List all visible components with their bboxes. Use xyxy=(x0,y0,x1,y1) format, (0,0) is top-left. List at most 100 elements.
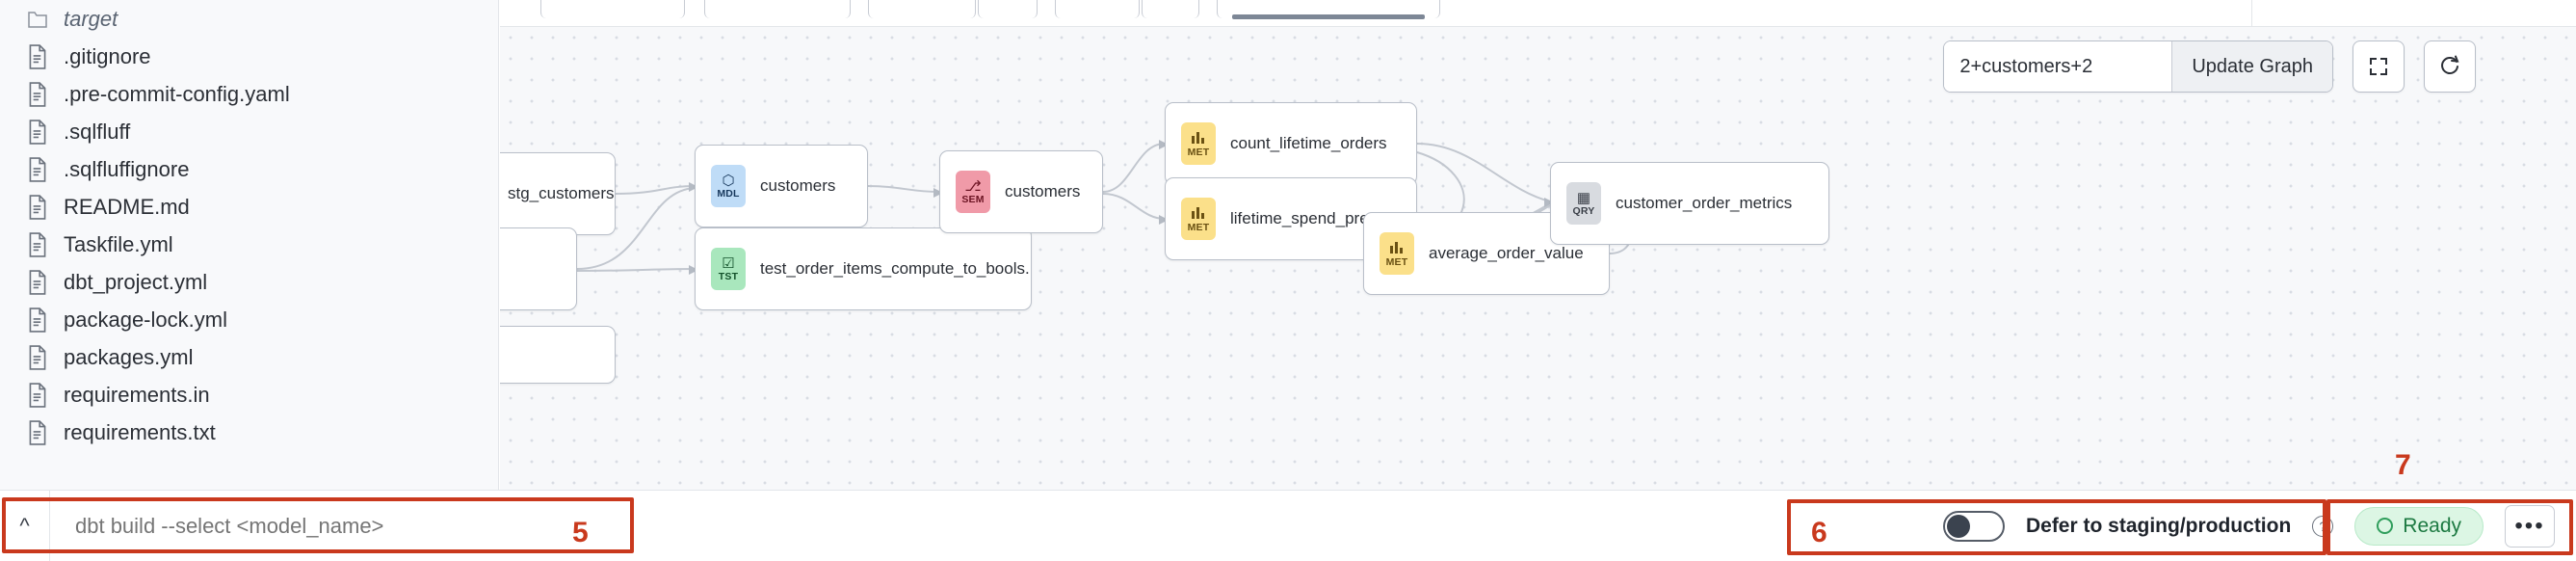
fullscreen-icon xyxy=(2370,58,2387,75)
tab-stub-active[interactable] xyxy=(1217,0,1440,18)
question-mark-icon[interactable]: ? xyxy=(2312,515,2334,537)
file-name: requirements.txt xyxy=(64,419,216,444)
file-row[interactable]: Taskfile.yml xyxy=(0,226,498,263)
node-type-badge: ▦ QRY xyxy=(1566,182,1601,225)
file-icon xyxy=(29,307,46,333)
refresh-icon xyxy=(2441,55,2459,74)
file-row[interactable]: requirements.in xyxy=(0,376,498,414)
editor-tab-strip xyxy=(500,0,2576,27)
graph-node[interactable]: ⎇ SEM customers xyxy=(939,150,1103,233)
defer-toggle[interactable] xyxy=(1942,510,2005,542)
active-tab-indicator xyxy=(1232,14,1425,19)
node-type-code: MET xyxy=(1187,146,1210,158)
node-label: count_lifetime_orders xyxy=(1230,134,1387,152)
node-type-badge: MET xyxy=(1181,122,1216,165)
node-label: test_order_items_compute_to_bools... xyxy=(760,259,1032,278)
file-row[interactable]: target xyxy=(0,0,498,38)
file-icon xyxy=(29,119,46,145)
graph-node[interactable]: ☑ TST test_order_items_compute_to_bools.… xyxy=(695,227,1032,310)
tab-stub[interactable] xyxy=(868,0,976,18)
file-name: package-lock.yml xyxy=(64,307,227,332)
node-label: average_order_value xyxy=(1429,244,1584,262)
tab-stub[interactable] xyxy=(1142,0,1199,18)
node-type-code: QRY xyxy=(1572,204,1595,217)
expand-panel-button[interactable]: ^ xyxy=(0,491,50,561)
tab-stub[interactable] xyxy=(978,0,1038,18)
graph-node[interactable]: ⬡ MDL xyxy=(500,326,616,384)
node-label: lifetime_spend_pretax xyxy=(1230,209,1391,227)
node-type-code: MET xyxy=(1187,221,1210,233)
file-list: target .gitignore .pre-commit-config.yam… xyxy=(0,0,498,451)
node-type-glyph-icon: ⬡ xyxy=(722,172,735,189)
file-name: .sqlfluff xyxy=(64,119,131,144)
file-name: README.md xyxy=(64,194,190,219)
lineage-graph-canvas[interactable]: ⬡ MDL stg_customers ⬡ MDL orders ⬡ MDL ⬡… xyxy=(500,27,2576,490)
file-icon xyxy=(29,81,46,107)
node-label: customers xyxy=(760,176,836,195)
folder-icon xyxy=(28,11,47,28)
update-graph-button[interactable]: Update Graph xyxy=(2171,41,2332,92)
file-name: target xyxy=(64,6,118,31)
tab-stub[interactable] xyxy=(540,0,685,18)
fullscreen-button[interactable] xyxy=(2353,40,2405,93)
ellipsis-icon: ••• xyxy=(2514,512,2545,539)
annotation-label-7: 7 xyxy=(2395,449,2411,481)
dbt-command-input[interactable] xyxy=(50,513,628,539)
file-row[interactable]: packages.yml xyxy=(0,338,498,376)
file-row[interactable]: requirements.txt xyxy=(0,414,498,451)
annotation-label-5: 5 xyxy=(572,517,589,548)
file-row[interactable]: .sqlfluff xyxy=(0,113,498,150)
file-icon xyxy=(29,419,46,445)
file-icon xyxy=(29,194,46,220)
defer-label: Defer to staging/production xyxy=(2025,514,2292,537)
node-type-code: TST xyxy=(718,270,739,282)
node-label: stg_customers xyxy=(508,184,615,202)
node-type-glyph-icon xyxy=(1191,205,1206,222)
node-label: customer_order_metrics xyxy=(1616,194,1793,212)
file-name: .gitignore xyxy=(64,43,151,68)
file-icon xyxy=(29,382,46,408)
bottom-command-bar: ^ Defer to staging/production ? Ready ••… xyxy=(0,490,2576,561)
status-label: Ready xyxy=(2403,514,2461,537)
graph-expression-input[interactable] xyxy=(1944,41,2172,92)
toggle-knob xyxy=(1946,514,1970,538)
tabstrip-divider xyxy=(2251,0,2252,26)
node-type-code: SEM xyxy=(961,193,985,205)
graph-node[interactable]: ▦ QRY customer_order_metrics xyxy=(1550,162,1829,245)
more-options-button[interactable]: ••• xyxy=(2505,504,2555,548)
graph-toolbar: Update Graph xyxy=(1943,40,2476,93)
node-type-glyph-icon: ☑ xyxy=(722,254,735,272)
node-type-badge: MET xyxy=(1380,232,1414,275)
status-badge[interactable]: Ready xyxy=(2354,506,2484,546)
node-type-glyph-icon: ⎇ xyxy=(964,177,982,195)
graph-node[interactable]: MET count_lifetime_orders xyxy=(1165,102,1417,185)
graph-node[interactable]: ⬡ MDL orders xyxy=(500,227,577,310)
node-type-glyph-icon xyxy=(1389,240,1405,256)
node-type-badge: MET xyxy=(1181,198,1216,240)
node-type-code: MET xyxy=(1385,255,1408,268)
node-type-code: MDL xyxy=(717,187,740,200)
node-type-badge: ⎇ SEM xyxy=(956,171,990,213)
file-row[interactable]: package-lock.yml xyxy=(0,301,498,338)
file-name: packages.yml xyxy=(64,344,194,369)
tab-stub[interactable] xyxy=(704,0,851,18)
file-name: .pre-commit-config.yaml xyxy=(64,81,290,106)
node-type-badge: ☑ TST xyxy=(711,248,746,290)
file-row[interactable]: dbt_project.yml xyxy=(0,263,498,301)
file-explorer-sidebar: target .gitignore .pre-commit-config.yam… xyxy=(0,0,499,490)
graph-expression-group: Update Graph xyxy=(1943,40,2333,93)
graph-node[interactable]: ⬡ MDL stg_customers xyxy=(500,152,616,235)
chevron-up-icon: ^ xyxy=(19,513,30,538)
file-row[interactable]: .sqlfluffignore xyxy=(0,150,498,188)
tab-stub[interactable] xyxy=(1055,0,1140,18)
node-type-glyph-icon xyxy=(1191,130,1206,147)
file-icon xyxy=(29,156,46,182)
refresh-button[interactable] xyxy=(2424,40,2476,93)
bottom-bar-right-group: Defer to staging/production ? Ready ••• xyxy=(1942,504,2576,548)
file-row[interactable]: .pre-commit-config.yaml xyxy=(0,75,498,113)
file-name: requirements.in xyxy=(64,382,210,407)
graph-node[interactable]: ⬡ MDL customers xyxy=(695,145,868,227)
file-row[interactable]: README.md xyxy=(0,188,498,226)
file-row[interactable]: .gitignore xyxy=(0,38,498,75)
